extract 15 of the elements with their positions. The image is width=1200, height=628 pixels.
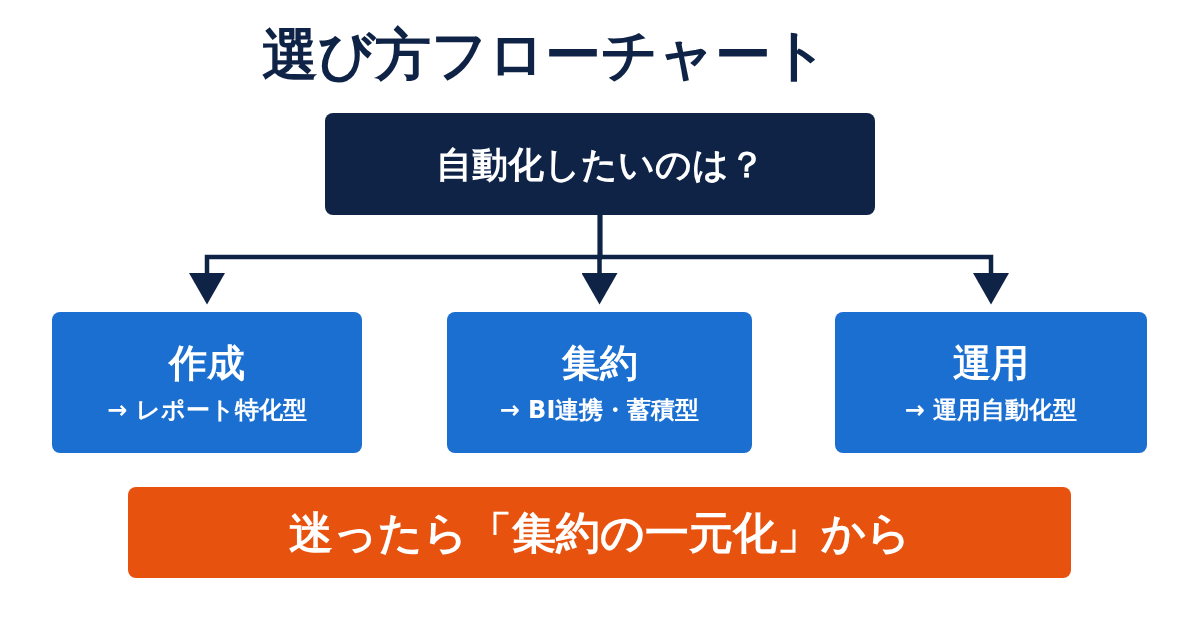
option-box (52, 312, 362, 453)
node-subtext: → 運用自動化型 (904, 395, 1078, 426)
arrow (597, 215, 1009, 305)
node-subtext: → レポート特化型 (107, 395, 307, 426)
option-box (835, 312, 1147, 453)
option-box (447, 312, 752, 453)
question-box (325, 113, 875, 215)
node-heading: 作成 (169, 339, 245, 387)
node-heading: 集約 (561, 339, 638, 387)
node-subtext: → BI連携・蓄積型 (499, 395, 700, 426)
advice-banner (128, 487, 1071, 578)
diagram-title: 選び方フローチャート (262, 21, 828, 89)
node-heading: 運用 (953, 339, 1029, 387)
node-heading: 迷ったら「集約の一元化」から (288, 506, 911, 560)
node-heading: 自動化したいのは？ (435, 142, 765, 187)
